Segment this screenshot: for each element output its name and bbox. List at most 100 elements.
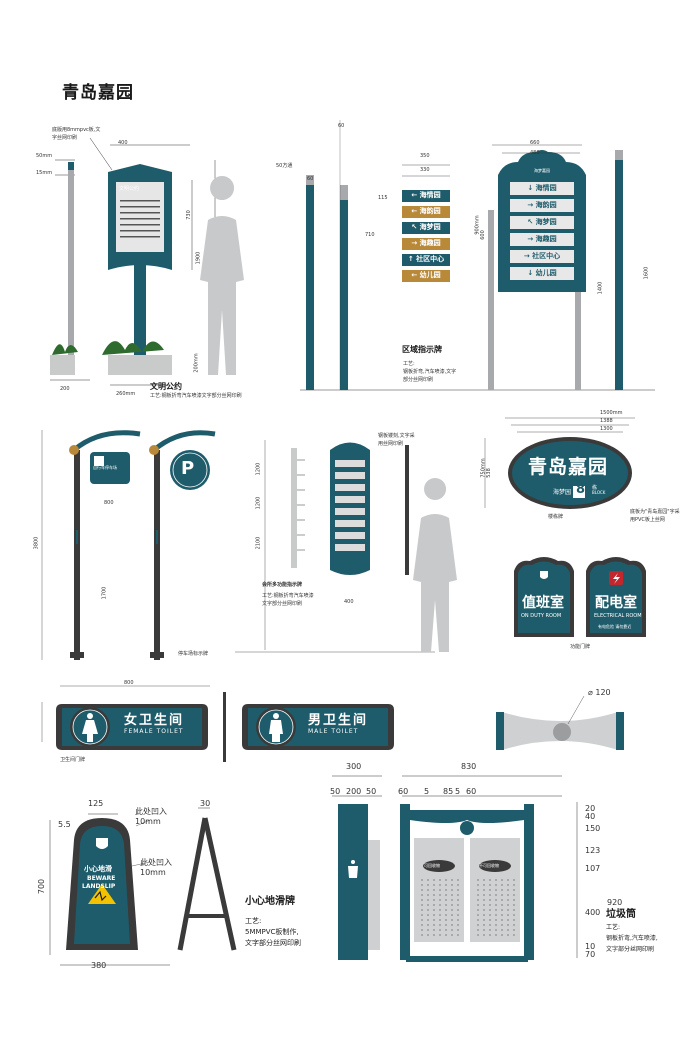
perforation-dot [495,929,497,931]
perforation-dot [457,899,459,901]
perforation-dot [483,924,485,926]
multi-sign-drawing [235,440,457,653]
perforation-dot [451,914,453,916]
perforation-dot [513,904,515,906]
perforation-dot [495,909,497,911]
page-title: 青岛嘉园 [62,83,134,103]
male-toilet-en: MALE TOILET [308,728,359,735]
female-toilet-en: FEMALE TOILET [124,728,184,735]
perforation-dot [451,919,453,921]
area-sign-craft: 工艺: [403,361,415,367]
perforation-dot [507,894,509,896]
perforation-dot [433,899,435,901]
perforation-dot [489,924,491,926]
toilet-dim: 800 [124,680,134,686]
perforation-dot [477,889,479,891]
perforation-dot [477,899,479,901]
perforation-dot [495,919,497,921]
bin-right-dim: 20 [585,804,596,813]
perforation-dot [451,884,453,886]
perforation-dot [439,899,441,901]
wet-callout-2b: 10mm [140,868,166,877]
perforation-dot [483,879,485,881]
perforation-dot [477,879,479,881]
perforation-dot [421,924,423,926]
perforation-dot [451,934,453,936]
plate-dim: 1300 [600,426,613,432]
bin-label-right: 不可回收物 [479,863,499,868]
perforation-dot [421,929,423,931]
perforation-dot [421,894,423,896]
wet-floor-en1: BEWARE [87,875,116,882]
perforation-dot [513,909,515,911]
perforation-dot [457,934,459,936]
perforation-dot [495,884,497,886]
plate-dim: 1388 [600,418,613,424]
elec-room-cn: 配电室 [595,595,637,611]
building-num: 8 [576,482,586,497]
parking-dim: 3800 [33,536,40,550]
perforation-dot [495,879,497,881]
big-sign-item: → 海韵园 [527,201,557,209]
parking-p-label: P [181,458,195,479]
small-sign-item: ↑ 社区中心 [407,255,445,263]
board-dim-post: 15mm [36,170,53,176]
wet-floor-note-1: 5MMPVC板制作, [245,928,299,936]
multi-dim: 1200 [255,462,262,476]
perforation-dot [433,914,435,916]
parking-caption: 停车场标示牌 [178,651,209,657]
perforation-dot [489,899,491,901]
area-dim: 115 [378,195,388,201]
perforation-dot [489,884,491,886]
perforation-dot [495,899,497,901]
bin-top-dim: 830 [461,762,477,771]
perforation-dot [513,919,515,921]
bin-label-left: 可回收物 [424,863,440,868]
building-unit-cn: 栋 [592,485,598,491]
perforation-dot [439,889,441,891]
svg-text:海梦嘉园: 海梦嘉园 [534,167,550,173]
perforation-dot [513,879,515,881]
multi-sign-note: 工艺:钢板折弯汽车喷漆文字部分丝网印刷 [262,593,314,607]
plate-dim: 538 [485,468,492,478]
perforation-dot [489,919,491,921]
board-dim-cap: 50mm [36,153,53,159]
area-dim: 50方通 [276,163,293,169]
area-dim: 60 [338,123,345,129]
bin-bottom-dim: 50 [366,787,377,796]
perforation-dot [507,914,509,916]
perforation-dot [445,934,447,936]
building-sub: 海梦园 [553,489,572,496]
perforation-dot [457,884,459,886]
board-dim-260: 260mm [116,391,136,397]
perforation-dot [427,914,429,916]
area-dim: 710 [365,232,375,238]
perforation-dot [451,889,453,891]
perforation-dot [513,884,515,886]
small-sign-item: ↖ 海梦园 [411,223,441,231]
board-dim-730: 730 [185,210,192,220]
duty-room-en: ON DUTY ROOM [521,613,562,619]
small-sign-item: ← 幼儿园 [411,271,441,279]
perforation-dot [501,889,503,891]
big-sign-item: ↓ 幼儿园 [527,269,557,277]
perforation-dot [457,909,459,911]
perforation-dot [427,909,429,911]
wet-dim: 380 [91,961,107,970]
perforation-dot [445,894,447,896]
perforation-dot [439,929,441,931]
perforation-dot [507,934,509,936]
bin-right-dim: 107 [585,864,601,873]
multi-dim: 2100 [255,536,262,550]
room-signs-caption: 功能门牌 [570,644,591,650]
perforation-dot [427,919,429,921]
perforation-dot [421,904,423,906]
bin-bottom-dim: 60 [466,787,477,796]
perforation-dot [445,884,447,886]
perforation-dot [483,914,485,916]
bin-right-dim: 123 [585,846,601,855]
bin-right-dim: 150 [585,824,601,833]
perforation-dot [439,934,441,936]
perforation-dot [495,924,497,926]
